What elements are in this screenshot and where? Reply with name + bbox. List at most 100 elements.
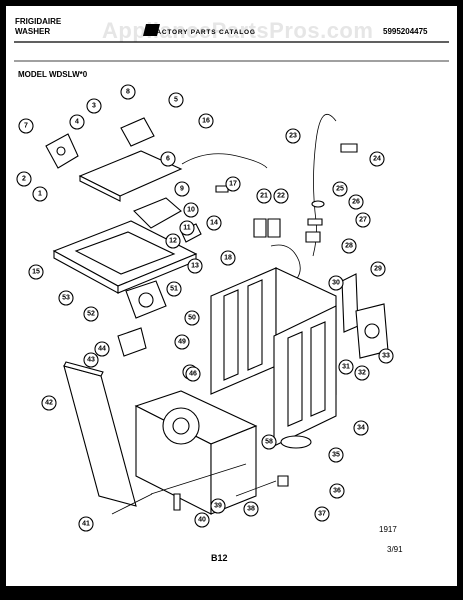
- callout-6: 6: [160, 151, 176, 167]
- foot: [277, 475, 289, 487]
- part-number: 5995204475: [383, 27, 428, 36]
- catalog-title: FACTORY PARTS CATALOG: [152, 29, 256, 36]
- callout-label: 10: [187, 207, 195, 214]
- clip: [215, 185, 229, 193]
- callout-50: 50: [184, 310, 200, 326]
- callout-label: 36: [333, 488, 341, 495]
- model-label: MODEL WDSLW*0: [18, 70, 88, 79]
- callout-label: 21: [260, 193, 268, 200]
- leveling-leg: [173, 493, 181, 511]
- leader-base: [235, 480, 277, 497]
- callout-7: 7: [18, 118, 34, 134]
- hinge-bracket: [45, 133, 79, 169]
- callout-label: 42: [45, 400, 53, 407]
- callout-label: 30: [332, 280, 340, 287]
- parts-diagram-sheet: AppliancePartsPros.com FRIGIDAIRE WASHER…: [6, 6, 457, 586]
- callout-label: 5: [174, 97, 178, 104]
- callout-label: 7: [24, 123, 28, 130]
- footer-code: 1917: [379, 525, 397, 534]
- tub-ring: [280, 435, 312, 449]
- callout-31: 31: [338, 359, 354, 375]
- callout-label: 53: [62, 295, 70, 302]
- callout-14: 14: [206, 215, 222, 231]
- callout-label: 8: [126, 89, 130, 96]
- callout-label: 14: [210, 220, 218, 227]
- callout-29: 29: [370, 261, 386, 277]
- callout-label: 29: [374, 266, 382, 273]
- callout-24: 24: [369, 151, 385, 167]
- switch-housing: [133, 197, 182, 229]
- callout-28: 28: [341, 238, 357, 254]
- callout-2: 2: [16, 171, 32, 187]
- callout-11: 11: [179, 220, 195, 236]
- lid-switch: [120, 117, 155, 147]
- brand-line-1: FRIGIDAIRE: [15, 17, 62, 26]
- callout-label: 49: [178, 339, 186, 346]
- callout-label: 40: [198, 517, 206, 524]
- callout-38: 38: [243, 501, 259, 517]
- callout-52: 52: [83, 306, 99, 322]
- callout-26: 26: [348, 194, 364, 210]
- callout-34: 34: [353, 420, 369, 436]
- callout-label: 27: [359, 217, 367, 224]
- callout-label: 17: [229, 181, 237, 188]
- callout-label: 58: [265, 439, 273, 446]
- callout-label: 12: [169, 238, 177, 245]
- callout-label: 26: [352, 199, 360, 206]
- callout-9: 9: [174, 181, 190, 197]
- callout-4: 4: [69, 114, 85, 130]
- callout-36: 36: [329, 483, 345, 499]
- callout-1: 1: [32, 186, 48, 202]
- footer-date: 3/91: [387, 545, 403, 554]
- hose-clamp: [340, 143, 358, 153]
- fitting: [305, 231, 321, 243]
- callout-label: 46: [189, 371, 197, 378]
- callout-46: 46: [185, 366, 201, 382]
- callout-label: 25: [336, 186, 344, 193]
- callout-5: 5: [168, 92, 184, 108]
- callout-25: 25: [332, 181, 348, 197]
- callout-label: 16: [202, 118, 210, 125]
- callout-label: 31: [342, 364, 350, 371]
- callout-33: 33: [378, 348, 394, 364]
- callout-label: 22: [277, 193, 285, 200]
- callout-13: 13: [187, 258, 203, 274]
- leader-41: [111, 493, 153, 515]
- leader-38: [150, 463, 247, 495]
- callout-18: 18: [220, 250, 236, 266]
- callout-label: 1: [38, 191, 42, 198]
- timer-bracket: [341, 273, 359, 333]
- callout-label: 33: [382, 353, 390, 360]
- callout-label: 3: [92, 103, 96, 110]
- cabinet-side: [273, 305, 337, 447]
- callout-49: 49: [174, 334, 190, 350]
- base: [134, 390, 258, 515]
- callout-35: 35: [328, 447, 344, 463]
- brand-logo: [143, 24, 160, 36]
- shield: [117, 327, 147, 357]
- callout-label: 2: [22, 176, 26, 183]
- callout-37: 37: [314, 506, 330, 522]
- callout-23: 23: [285, 128, 301, 144]
- callout-label: 9: [180, 186, 184, 193]
- callout-label: 44: [98, 346, 106, 353]
- valve-coil-right: [267, 218, 281, 238]
- top-cover: [52, 220, 198, 294]
- front-panel: [63, 361, 137, 507]
- lid: [78, 150, 183, 202]
- callout-21: 21: [256, 188, 272, 204]
- callout-44: 44: [94, 341, 110, 357]
- wire-harness: [181, 153, 268, 169]
- callout-label: 35: [332, 452, 340, 459]
- callout-label: 51: [170, 286, 178, 293]
- callout-label: 11: [183, 225, 191, 232]
- callout-label: 4: [75, 119, 79, 126]
- callout-label: 24: [373, 156, 381, 163]
- callout-17: 17: [225, 176, 241, 192]
- callout-label: 13: [191, 263, 199, 270]
- callout-label: 41: [82, 521, 90, 528]
- callout-label: 37: [318, 511, 326, 518]
- callout-label: 34: [357, 425, 365, 432]
- callout-label: 52: [87, 311, 95, 318]
